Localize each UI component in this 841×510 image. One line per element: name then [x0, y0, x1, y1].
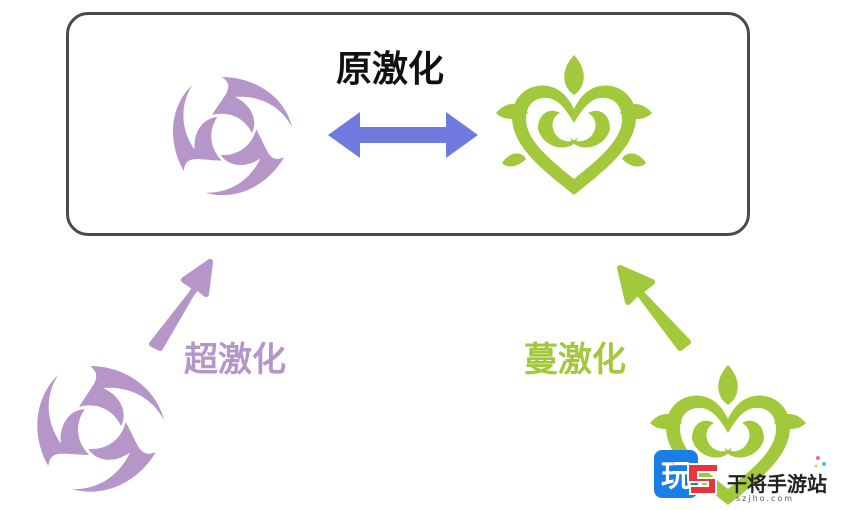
bidirectional-arrow [328, 112, 478, 158]
dendro-element-icon [496, 55, 652, 195]
watermark-logo-icon: 玩 [654, 450, 719, 498]
watermark-url: szjho.com [736, 494, 795, 503]
watermark-brand: 干将手游站 [727, 472, 827, 496]
reaction-frame [66, 12, 750, 236]
left-upward-arrow [149, 259, 213, 351]
electro-element-icon [173, 77, 292, 196]
spread-label: 蔓激化 [524, 340, 626, 380]
sparkle-icon [814, 456, 826, 468]
aggravate-label: 超激化 [184, 340, 286, 380]
electro-element-icon-bottom [37, 366, 164, 492]
right-upward-arrow [617, 265, 691, 351]
watermark-logo-char: 玩 [661, 459, 691, 494]
quicken-reaction-title: 原激化 [336, 49, 445, 90]
